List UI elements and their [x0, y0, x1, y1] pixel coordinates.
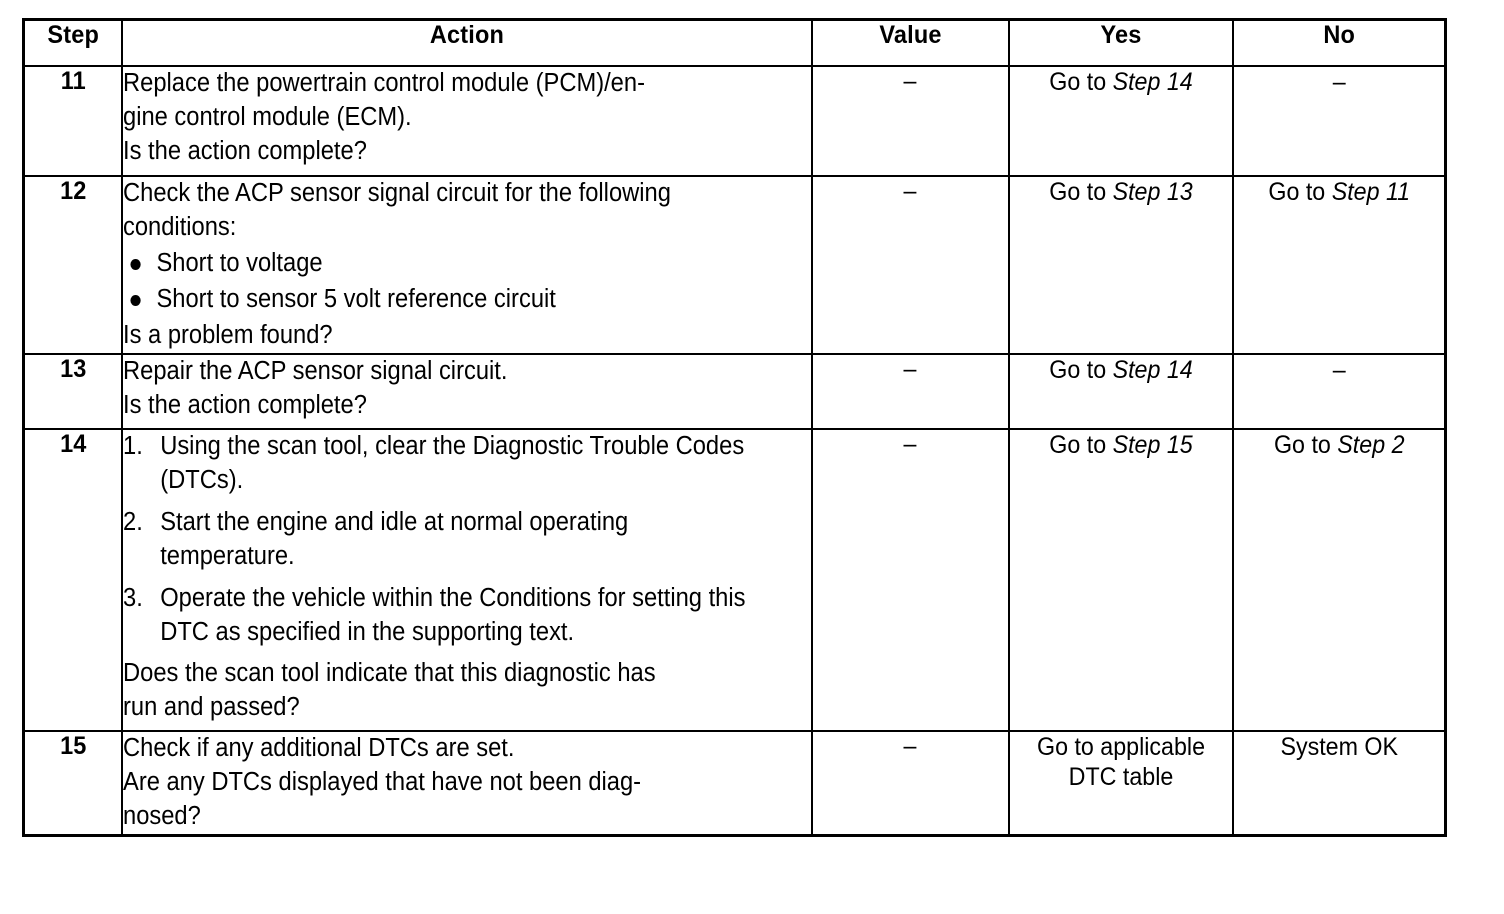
value-text: – [903, 430, 917, 458]
step-number: 11 [25, 65, 120, 177]
value-text: – [903, 732, 917, 760]
no-text: – [1241, 355, 1437, 385]
value-cell: – [810, 353, 1010, 430]
yes-text-line1: Go to applicable [1036, 733, 1205, 761]
action-line: Check if any additional DTCs are set. [122, 734, 514, 762]
list-item-label: Operate the vehicle within the Condition… [159, 583, 746, 646]
yes-step-reference: Step 14 [1112, 356, 1193, 384]
value-cell: – [810, 175, 1010, 355]
table-row: 12 Check the ACP sensor signal circuit f… [24, 175, 1447, 355]
no-prefix: Go to [1267, 178, 1332, 206]
column-header-value: Value [816, 18, 1004, 67]
yes-step-reference: Step 14 [1112, 68, 1193, 96]
action-line: Replace the powertrain control module (P… [122, 69, 645, 97]
no-cell: – [1231, 353, 1447, 430]
action-question: Is the action complete? [122, 136, 367, 165]
list-item: 2. Start the engine and idle at normal op… [123, 506, 763, 574]
table-body: 11 Replace the powertrain control module… [24, 65, 1447, 837]
table-row: 11 Replace the powertrain control module… [24, 65, 1447, 177]
list-item-label: Start the engine and idle at normal oper… [159, 507, 628, 570]
list-item: Short to sensor 5 volt reference circuit [123, 283, 763, 317]
step-number: 13 [25, 353, 120, 430]
no-prefix: – [1332, 356, 1346, 384]
column-header-step: Step [25, 18, 120, 67]
list-item-label: Short to voltage [155, 248, 323, 277]
no-step-reference: Step 11 [1331, 178, 1410, 206]
list-item-label: Short to sensor 5 volt reference circuit [155, 284, 556, 313]
step-number: 15 [25, 729, 120, 837]
no-text: System OK [1279, 733, 1398, 761]
action-cell: Repair the ACP sensor signal circuit. Is… [120, 353, 813, 430]
no-step-reference: Step 2 [1336, 431, 1405, 459]
yes-cell: Go to Step 14 [1007, 353, 1234, 430]
no-prefix: Go to [1273, 431, 1337, 459]
value-text: – [903, 177, 917, 205]
list-item: Short to voltage [123, 247, 763, 281]
yes-text: Go to Step 13 [1017, 177, 1223, 207]
action-cell: Check if any additional DTCs are set. Ar… [120, 729, 813, 837]
action-cell: Replace the powertrain control module (P… [120, 65, 813, 177]
column-header-no: No [1237, 18, 1441, 67]
action-line: gine control module (ECM). [122, 102, 412, 131]
list-item: 3. Operate the vehicle within the Conditi… [123, 582, 763, 650]
value-cell: – [810, 65, 1010, 177]
step-number: 14 [25, 428, 120, 732]
no-prefix: – [1332, 68, 1346, 96]
no-text: Go to Step 11 [1241, 177, 1437, 207]
yes-prefix: Go to [1048, 178, 1113, 206]
action-question: run and passed? [122, 693, 300, 722]
table-row: 15 Check if any additional DTCs are set.… [24, 729, 1447, 837]
action-line: conditions: [122, 212, 236, 241]
action-line: Repair the ACP sensor signal circuit. [122, 357, 507, 385]
action-cell: 1. Using the scan tool, clear the Diagnos… [120, 428, 813, 732]
action-question: Is the action complete? [122, 390, 367, 419]
table-header: Step Action Value Yes No [24, 18, 1446, 67]
list-item-number: 3. [122, 583, 143, 612]
action-question: Are any DTCs displayed that have not bee… [122, 767, 641, 796]
action-cell: Check the ACP sensor signal circuit for … [120, 175, 813, 355]
yes-step-reference: Step 13 [1112, 178, 1193, 206]
table-row: 13 Repair the ACP sensor signal circuit.… [24, 353, 1447, 430]
action-question: nosed? [122, 801, 201, 830]
column-header-action: Action [141, 18, 792, 67]
condition-list: Short to voltage Short to sensor 5 volt … [123, 247, 811, 317]
value-text: – [903, 67, 917, 95]
yes-prefix: Go to [1048, 431, 1113, 459]
yes-text: Go to Step 14 [1017, 355, 1223, 385]
action-question: Does the scan tool indicate that this di… [122, 659, 656, 688]
action-question: Is a problem found? [122, 320, 333, 349]
list-item-label: Using the scan tool, clear the Diagnosti… [159, 432, 744, 494]
value-cell: – [810, 428, 1010, 732]
step-number: 12 [25, 175, 120, 355]
no-cell: Go to Step 11 [1231, 175, 1447, 355]
yes-cell: Go to applicable DTC table [1007, 729, 1234, 837]
bullet-icon [129, 258, 141, 270]
table-row: 14 1. Using the scan tool, clear the Diag… [24, 428, 1447, 732]
yes-cell: Go to Step 15 [1007, 428, 1234, 732]
yes-text: Go to Step 14 [1017, 67, 1223, 97]
list-item-number: 2. [122, 507, 143, 536]
yes-cell: Go to Step 13 [1007, 175, 1234, 355]
yes-text: Go to Step 15 [1017, 430, 1223, 460]
bullet-icon [129, 294, 141, 306]
no-text: Go to Step 2 [1241, 430, 1437, 460]
list-item-number: 1. [122, 432, 143, 460]
yes-cell: Go to Step 14 [1007, 65, 1234, 177]
value-text: – [903, 355, 917, 383]
procedure-list: 1. Using the scan tool, clear the Diagnos… [123, 430, 811, 649]
diagnostic-step-table: Step Action Value Yes No 11 Replace the … [22, 18, 1447, 837]
no-text: – [1241, 67, 1437, 97]
yes-prefix: Go to [1048, 68, 1113, 96]
list-item: 1. Using the scan tool, clear the Diagnos… [123, 430, 763, 498]
yes-prefix: Go to [1048, 356, 1113, 384]
no-cell: – [1231, 65, 1447, 177]
yes-step-reference: Step 15 [1112, 431, 1193, 459]
value-cell: – [810, 729, 1010, 837]
yes-text-line2: DTC table [1068, 763, 1173, 791]
action-line: Check the ACP sensor signal circuit for … [122, 179, 671, 207]
no-cell: System OK [1231, 729, 1447, 837]
header-row: Step Action Value Yes No [24, 18, 1446, 67]
no-cell: Go to Step 2 [1231, 428, 1447, 732]
column-header-yes: Yes [1014, 18, 1227, 67]
